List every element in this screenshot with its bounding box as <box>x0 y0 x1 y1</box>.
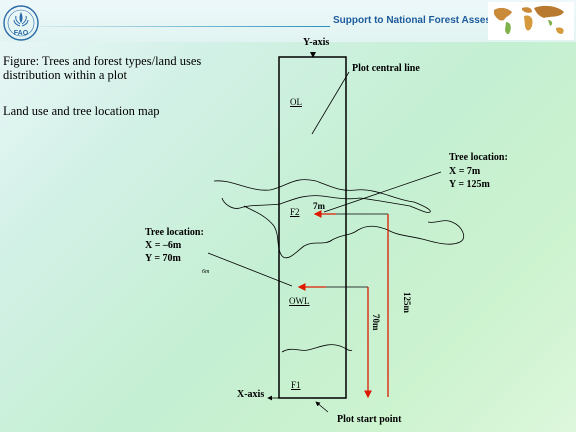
tree-right-x: X = 7m <box>449 166 481 177</box>
world-map-icon <box>488 2 574 40</box>
forest-boundary-lower <box>243 205 465 259</box>
central-line-pointer <box>311 71 350 135</box>
y-axis-arrow-icon <box>310 52 316 58</box>
tree-left-title: Tree location: <box>145 227 204 238</box>
header-bar <box>0 0 576 42</box>
fao-logo-text: FAO <box>14 30 29 37</box>
tree-right-title: Tree location: <box>449 152 508 163</box>
tree-left-y: Y = 70m <box>145 253 181 264</box>
tree-right-pointer <box>323 171 442 213</box>
plot-rectangle <box>278 56 347 399</box>
dim-70m-label: 70m <box>371 314 381 331</box>
figure-title: Figure: Trees and forest types/land uses… <box>3 54 202 82</box>
dim-125m-label: 125m <box>402 292 412 313</box>
tree-left-x: X = –6m <box>145 240 182 251</box>
owl-boundary <box>281 344 353 353</box>
forest-boundary-upper <box>213 179 431 213</box>
tree-right-y: Y = 125m <box>449 179 490 190</box>
header-title: Support to National Forest Assessment <box>333 15 521 26</box>
start-point-arrow <box>315 401 329 413</box>
header-divider <box>40 26 330 27</box>
y-axis-label: Y-axis <box>303 37 330 48</box>
plot-start-point-label: Plot start point <box>337 414 402 425</box>
fao-logo-icon: FAO <box>3 5 39 41</box>
x-axis-label: X-axis <box>237 389 265 400</box>
zone-f2-label: F2 <box>290 207 300 217</box>
figure-subtitle: Land use and tree location map <box>3 104 160 118</box>
plot-central-line-label: Plot central line <box>352 63 420 74</box>
dim-6m-label: 6m <box>202 269 210 275</box>
zone-owl-label: OWL <box>289 296 310 306</box>
zone-f1-label: F1 <box>291 380 301 390</box>
dim-7m-label: 7m <box>313 201 325 211</box>
tree-left-pointer <box>207 252 293 287</box>
zone-ol-label: OL <box>290 97 302 107</box>
